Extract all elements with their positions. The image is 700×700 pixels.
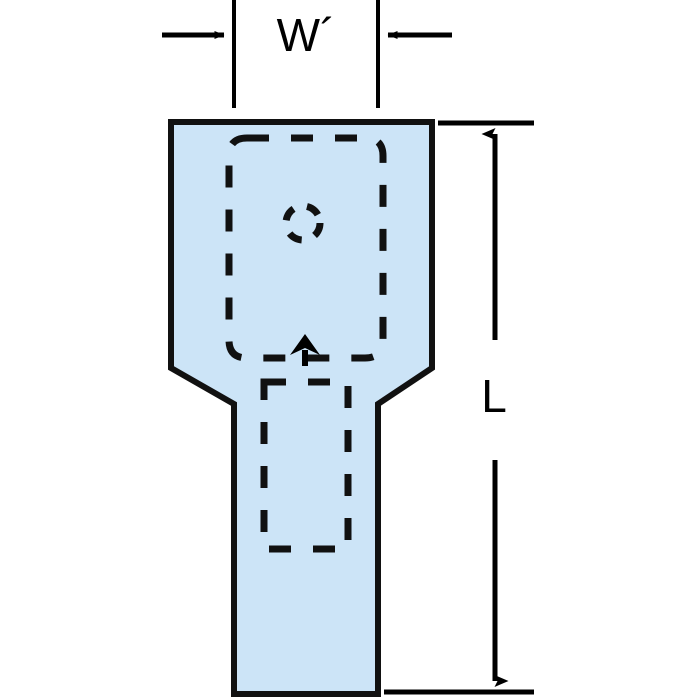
terminal-body-outline bbox=[168, 119, 435, 697]
hidden-wire-barrel-outline bbox=[260, 378, 352, 553]
length-dimension-group: L bbox=[384, 120, 534, 695]
length-dimension-label: L bbox=[481, 370, 507, 422]
width-dimension-label: W´ bbox=[277, 9, 336, 61]
width-dimension-group: W´ bbox=[162, 0, 452, 108]
hidden-dimple-circle bbox=[282, 202, 324, 244]
wire-insertion-direction-arrow bbox=[290, 334, 320, 366]
hidden-insulation-barrel-outline bbox=[225, 134, 387, 362]
